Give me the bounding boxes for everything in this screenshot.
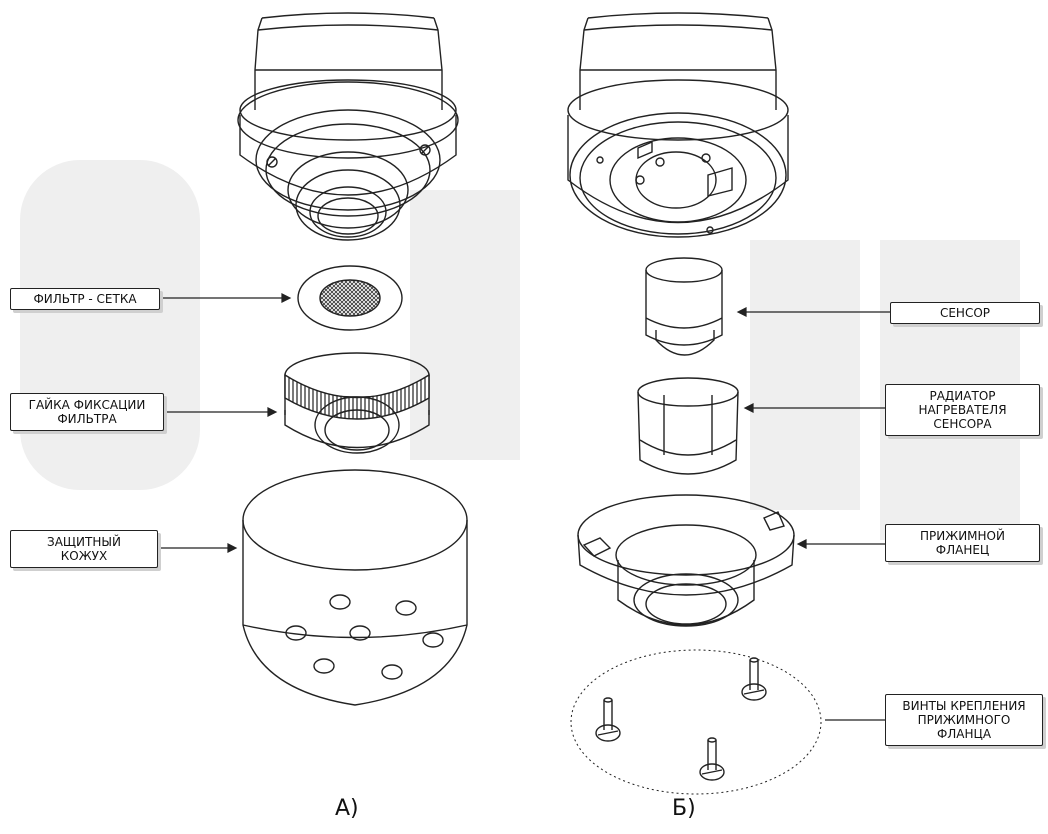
label-clamp-flange-line1: ПРИЖИМНОЙ	[920, 529, 1005, 543]
leader-lines	[158, 293, 890, 721]
label-flange-screws: ВИНТЫ КРЕПЛЕНИЯ ПРИЖИМНОГО ФЛАНЦА	[885, 694, 1043, 746]
caption-a: А)	[335, 796, 359, 821]
label-filter-mesh: ФИЛЬТР - СЕТКА	[10, 288, 160, 310]
protective-cover-part	[242, 469, 468, 706]
clamp-flange-part	[577, 494, 795, 627]
label-flange-screws-line1: ВИНТЫ КРЕПЛЕНИЯ	[902, 699, 1026, 713]
filter-mesh-part	[297, 265, 403, 331]
sensor-part	[645, 257, 723, 356]
label-sensor-line1: СЕНСОР	[939, 306, 991, 320]
label-heater-radiator-line2: НАГРЕВАТЕЛЯ	[918, 403, 1007, 417]
label-protective-cover-line1: ЗАЩИТНЫЙ	[47, 535, 121, 549]
left-upper-housing	[237, 12, 459, 241]
label-heater-radiator-line3: СЕНСОРА	[933, 417, 992, 431]
caption-b: Б)	[672, 796, 696, 821]
label-sensor: СЕНСОР	[890, 302, 1040, 324]
label-filter-nut-line2: ФИЛЬТРА	[57, 412, 117, 426]
label-protective-cover: ЗАЩИТНЫЙ КОЖУХ	[10, 530, 158, 568]
label-heater-radiator-line1: РАДИАТОР	[929, 389, 996, 403]
label-filter-nut-line1: ГАЙКА ФИКСАЦИИ	[28, 398, 146, 412]
label-clamp-flange: ПРИЖИМНОЙ ФЛАНЕЦ	[885, 524, 1040, 562]
heater-radiator-part	[637, 377, 739, 475]
label-flange-screws-line3: ФЛАНЦА	[936, 727, 992, 741]
watermark-logo	[20, 160, 1020, 540]
filter-nut-part	[284, 352, 430, 454]
label-filter-mesh-line1: ФИЛЬТР - СЕТКА	[33, 292, 137, 306]
label-flange-screws-line2: ПРИЖИМНОГО	[917, 713, 1011, 727]
label-clamp-flange-line2: ФЛАНЕЦ	[935, 543, 990, 557]
label-heater-radiator: РАДИАТОР НАГРЕВАТЕЛЯ СЕНСОРА	[885, 384, 1040, 436]
label-filter-nut: ГАЙКА ФИКСАЦИИ ФИЛЬТРА	[10, 393, 164, 431]
right-upper-housing	[567, 12, 789, 238]
flange-screws-part	[570, 649, 822, 795]
label-protective-cover-line2: КОЖУХ	[60, 549, 108, 563]
